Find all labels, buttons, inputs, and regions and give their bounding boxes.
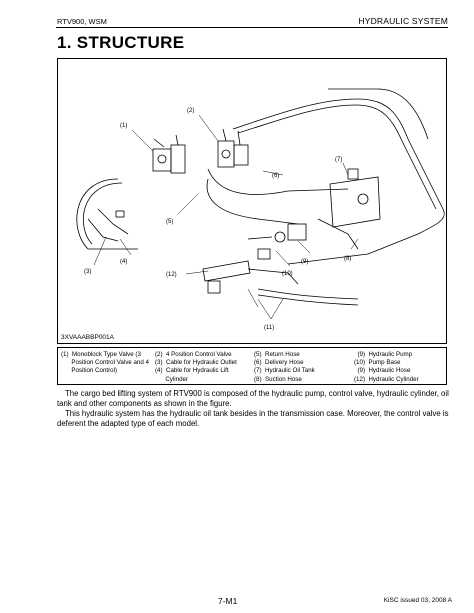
return-hose-long (287, 208, 445, 265)
hydraulic-pump-shape (247, 223, 307, 260)
callout-10: (10) (282, 271, 293, 277)
callout-4: (4) (120, 259, 127, 265)
header-rule (56, 27, 448, 28)
issue-note: KiSC issued 03, 2008 A (383, 597, 452, 604)
callout-9: (9) (301, 259, 308, 265)
callout-7: (7) (335, 157, 342, 163)
callout-1: (1) (120, 123, 127, 129)
hydraulic-oil-tank-shape (329, 168, 381, 228)
figure-id: 3XVAAABBP001A (61, 334, 114, 341)
hydraulic-cylinder-shape (202, 260, 299, 294)
header-section: HYDRAULIC SYSTEM (358, 16, 448, 26)
legend-column-4: (9) Hydraulic Pump (10) Pump Base (9) Hy… (354, 351, 419, 383)
hydraulic-hose-left (76, 178, 138, 250)
cable-hydraulic-outlet (97, 208, 129, 235)
callout-5: (5) (166, 219, 173, 225)
legend-column-3: (5) Return Hose (6) Delivery Hose (7) Hy… (254, 351, 315, 383)
callout-3: (3) (84, 269, 91, 275)
hydraulic-hose-lower (257, 288, 359, 300)
description-paragraph-2: This hydraulic system has the hydraulic … (57, 409, 449, 428)
return-hose (206, 178, 299, 225)
cable-hydraulic-lift (87, 218, 119, 242)
header-model: RTV900, WSM (57, 17, 107, 26)
legend-column-1: (1) Monoblock Type Valve (3 Position Con… (61, 351, 149, 375)
callout-12: (12) (166, 272, 177, 278)
callout-leaders (93, 114, 359, 320)
hydraulic-hose-top (232, 98, 444, 210)
hydraulic-diagram: (1) (2) (3) (4) (5) (6) (7) (8) (9) (10)… (76, 88, 445, 331)
four-position-valve-shape (217, 128, 249, 168)
legend-column-2: (2) 4 Position Control Valve (3) Cable f… (155, 351, 237, 383)
monoblock-valve-shape (152, 134, 186, 174)
description-paragraph-1: The cargo bed lifting system of RTV900 i… (57, 389, 449, 408)
hydraulic-system-figure: (1) (2) (3) (4) (5) (6) (7) (8) (9) (10)… (57, 58, 447, 344)
callout-8: (8) (344, 256, 351, 262)
page-title: 1. STRUCTURE (57, 33, 185, 52)
callout-2: (2) (187, 108, 194, 114)
page-number: 7-M1 (218, 596, 238, 606)
callout-6: (6) (272, 173, 279, 179)
description: The cargo bed lifting system of RTV900 i… (57, 389, 449, 429)
delivery-hose (207, 168, 349, 195)
callout-11: (11) (264, 325, 274, 331)
figure-legend: (1) Monoblock Type Valve (3 Position Con… (57, 347, 447, 385)
